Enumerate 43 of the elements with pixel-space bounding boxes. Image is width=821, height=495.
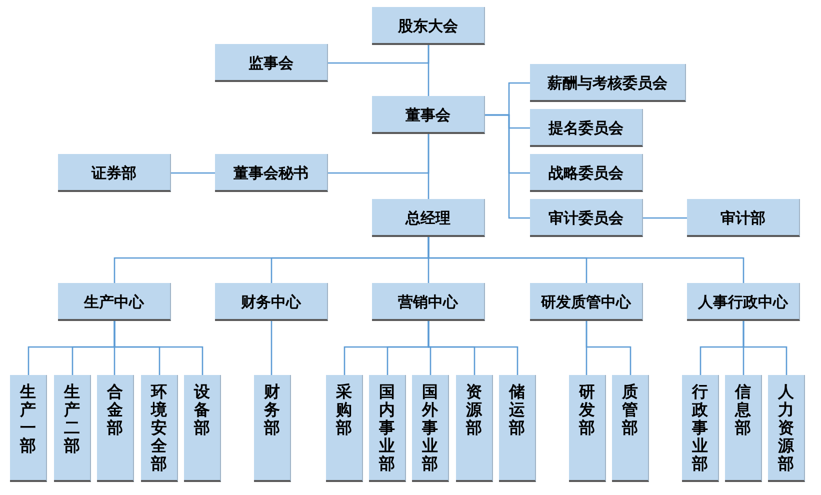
- org-box: 资源部: [456, 375, 493, 482]
- connector-line: [270, 321, 272, 375]
- org-box: 股东大会: [372, 7, 485, 45]
- org-box: 战略委员会: [530, 154, 643, 192]
- org-box: 人事行政中心: [687, 283, 800, 321]
- org-box: 财务部: [254, 375, 291, 482]
- org-box: 提名委员会: [530, 109, 643, 147]
- org-box: 董事会: [372, 96, 485, 134]
- org-box: 国外事业部: [412, 375, 449, 482]
- connector-line: [328, 45, 430, 64]
- org-box: 质管部: [612, 375, 649, 482]
- org-box: 审计部: [687, 199, 800, 237]
- org-box: 生产中心: [58, 283, 171, 321]
- org-box: 研发部: [569, 375, 606, 482]
- org-box: 采购部: [326, 375, 363, 482]
- connector-line: [485, 114, 530, 219]
- org-box: 合金部: [97, 375, 134, 482]
- org-box: 监事会: [215, 44, 328, 82]
- org-box: 行政事业部: [682, 375, 719, 482]
- org-box: 研发质管中心: [530, 283, 643, 321]
- connector-line: [428, 321, 518, 375]
- connector-line: [586, 321, 632, 375]
- org-box: 信息部: [725, 375, 762, 482]
- org-box: 生产一部: [10, 375, 47, 482]
- org-box: 储运部: [499, 375, 536, 482]
- connector-line: [428, 237, 744, 283]
- org-box: 环境安全部: [141, 375, 178, 482]
- org-box: 证券部: [58, 154, 171, 192]
- connector-line: [114, 321, 204, 375]
- connector-line: [171, 172, 215, 174]
- connector-line: [643, 217, 687, 219]
- org-box: 总经理: [372, 199, 485, 237]
- org-box: 国内事业部: [369, 375, 406, 482]
- org-box: 营销中心: [372, 283, 485, 321]
- org-box: 人力资源部: [768, 375, 805, 482]
- org-box: 董事会秘书: [215, 154, 328, 192]
- org-box: 审计委员会: [530, 199, 643, 237]
- org-box: 生产二部: [54, 375, 91, 482]
- org-box: 薪酬与考核委员会: [530, 64, 686, 102]
- connector-line: [742, 321, 788, 375]
- connector-line: [428, 134, 430, 199]
- org-box: 财务中心: [215, 283, 328, 321]
- org-box: 设备部: [184, 375, 221, 482]
